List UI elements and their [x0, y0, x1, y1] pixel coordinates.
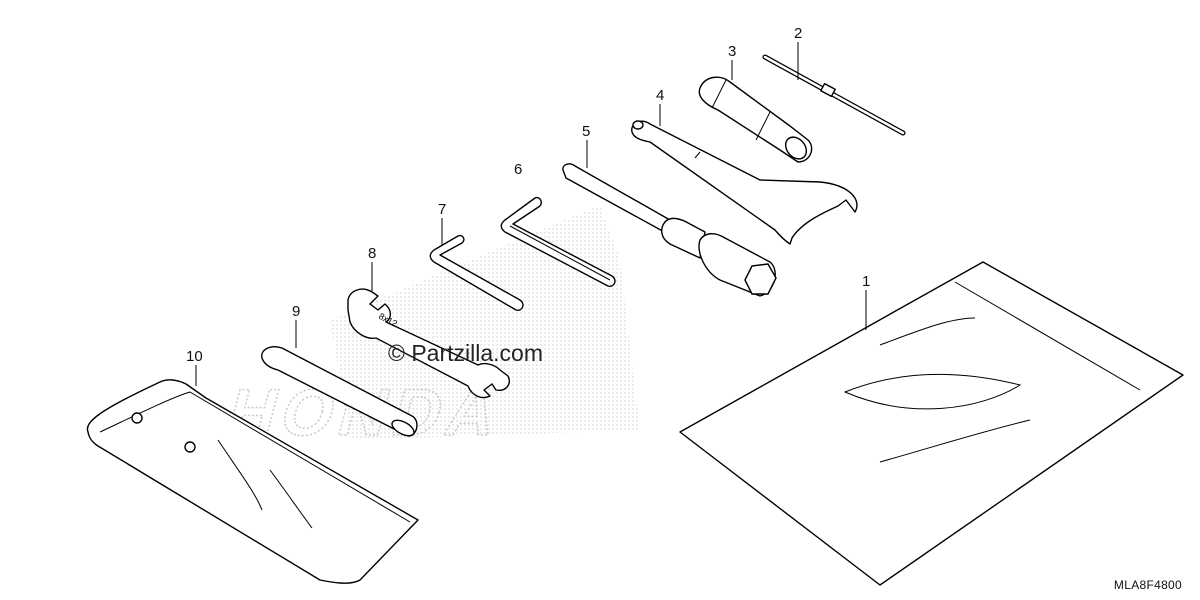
part-8-open-end-wrench: 8x12	[347, 262, 510, 399]
part-1-manual-bag	[679, 261, 1184, 586]
part-2-screwdriver-blade	[762, 42, 906, 136]
part-6-hex-key-large	[500, 196, 616, 288]
callout-4: 4	[656, 87, 664, 104]
callout-1: 1	[862, 273, 870, 290]
callout-10: 10	[186, 348, 203, 365]
part-9-tool-strap	[261, 320, 418, 437]
background-watermark-pattern: HONDA	[219, 205, 640, 450]
part-3-screwdriver-handle	[698, 60, 813, 163]
callout-6: 6	[514, 161, 522, 178]
callout-7: 7	[438, 201, 446, 218]
part-5-spark-plug-wrench	[562, 140, 777, 297]
callout-5: 5	[582, 123, 590, 140]
part-10-tool-bag	[86, 365, 419, 584]
callout-9: 9	[292, 303, 300, 320]
diagram-reference-code: MLA8F4800	[1113, 578, 1182, 592]
part-7-hex-key-small	[429, 218, 524, 312]
callout-8: 8	[368, 245, 376, 262]
callout-2: 2	[794, 25, 802, 42]
callout-3: 3	[728, 43, 736, 60]
part-4-pin-spanner	[631, 104, 858, 245]
partzilla-watermark: © Partzilla.com	[388, 340, 543, 366]
